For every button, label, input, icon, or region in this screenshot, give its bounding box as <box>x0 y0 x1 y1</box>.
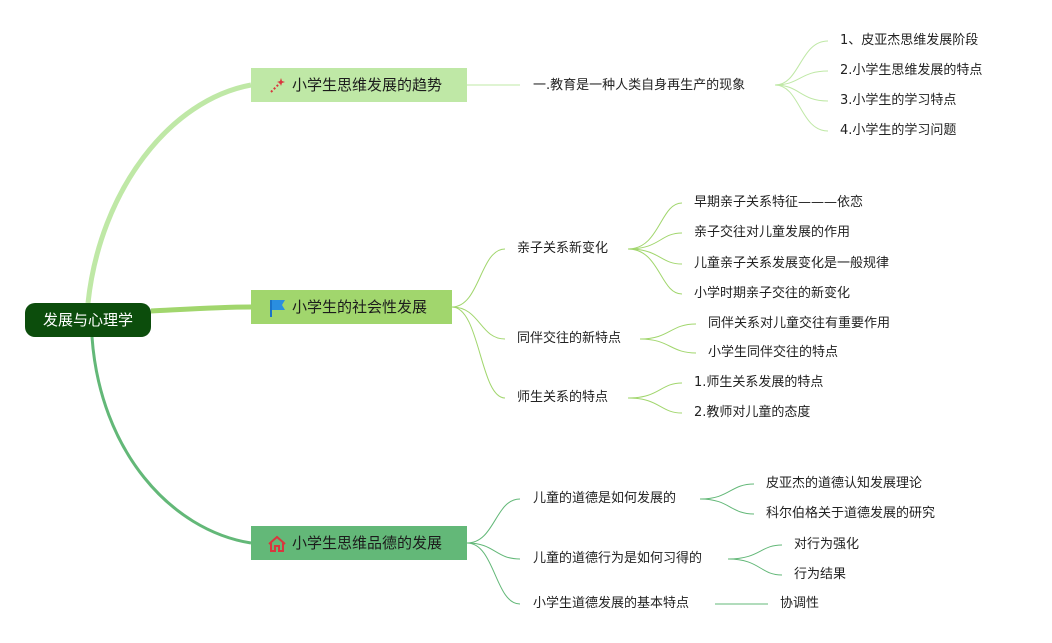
branch-node-social-development[interactable]: 小学生的社会性发展 <box>251 290 452 324</box>
subtopic-node[interactable]: 4.小学生的学习问题 <box>840 123 957 138</box>
topic-node[interactable]: 师生关系的特点 <box>517 390 609 405</box>
branch-label: 小学生的社会性发展 <box>292 298 428 316</box>
topic-node[interactable]: 一.教育是一种人类自身再生产的现象 <box>533 78 746 93</box>
topic-node[interactable]: 同伴交往的新特点 <box>517 331 622 346</box>
subtopic-node[interactable]: 1.师生关系发展的特点 <box>694 375 824 390</box>
subtopic-node[interactable]: 儿童亲子关系发展变化是一般规律 <box>694 256 890 271</box>
branch-label: 小学生思维发展的趋势 <box>292 76 443 94</box>
branch-node-thinking-trend[interactable]: 小学生思维发展的趋势 <box>251 68 467 102</box>
topic-node[interactable]: 小学生道德发展的基本特点 <box>533 596 690 611</box>
topic-node[interactable]: 儿童的道德行为是如何习得的 <box>533 551 703 566</box>
subtopic-node[interactable]: 协调性 <box>780 596 820 611</box>
subtopic-node[interactable]: 1、皮亚杰思维发展阶段 <box>840 33 979 48</box>
root-node[interactable]: 发展与心理学 <box>25 303 151 337</box>
magic-wand-icon <box>267 74 287 94</box>
subtopic-node[interactable]: 早期亲子关系特征———依恋 <box>694 195 864 210</box>
branch-label: 小学生思维品德的发展 <box>292 534 443 552</box>
branch-node-moral-development[interactable]: 小学生思维品德的发展 <box>251 526 467 560</box>
topic-node[interactable]: 儿童的道德是如何发展的 <box>533 491 677 506</box>
blue-flag-icon <box>267 296 287 317</box>
home-icon <box>267 532 287 552</box>
subtopic-node[interactable]: 2.教师对儿童的态度 <box>694 405 811 420</box>
subtopic-node[interactable]: 小学生同伴交往的特点 <box>708 345 839 360</box>
topic-node[interactable]: 亲子关系新变化 <box>517 241 609 256</box>
subtopic-node[interactable]: 科尔伯格关于道德发展的研究 <box>766 506 936 521</box>
subtopic-node[interactable]: 小学时期亲子交往的新变化 <box>694 286 851 301</box>
subtopic-node[interactable]: 3.小学生的学习特点 <box>840 93 957 108</box>
subtopic-node[interactable]: 皮亚杰的道德认知发展理论 <box>766 476 923 491</box>
subtopic-node[interactable]: 行为结果 <box>794 567 847 582</box>
subtopic-node[interactable]: 对行为强化 <box>794 537 860 552</box>
subtopic-node[interactable]: 亲子交往对儿童发展的作用 <box>694 225 851 240</box>
subtopic-node[interactable]: 2.小学生思维发展的特点 <box>840 63 983 78</box>
subtopic-node[interactable]: 同伴关系对儿童交往有重要作用 <box>708 316 891 331</box>
